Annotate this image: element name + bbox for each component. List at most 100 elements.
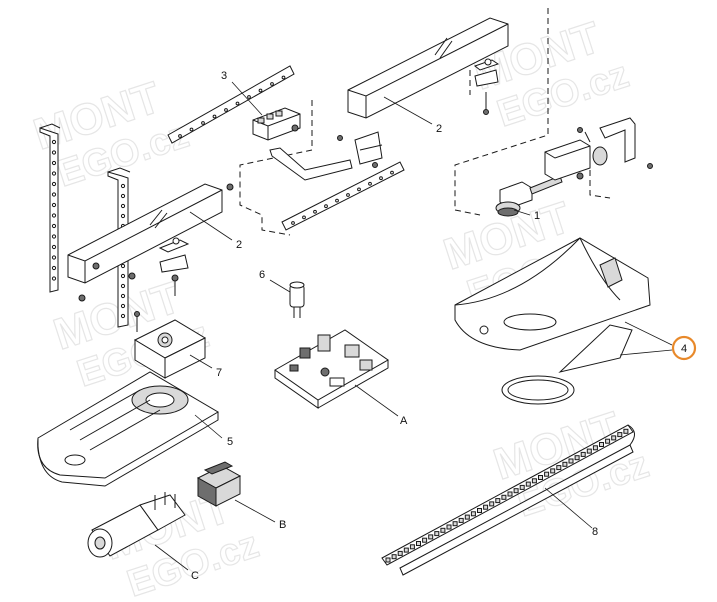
chain-link [574, 455, 580, 461]
hole-mark [51, 150, 57, 155]
chain-link [550, 468, 556, 474]
hole-mark [201, 121, 205, 125]
pulley-bracket [544, 117, 653, 181]
motor-housing-part-7 [133, 311, 207, 379]
hole-mark [120, 313, 126, 319]
callout-label: 7 [216, 367, 222, 379]
chain-link [592, 445, 598, 451]
hole-mark [247, 95, 251, 99]
rail-bracket-top [473, 58, 500, 115]
callout-label: 8 [592, 526, 598, 538]
hole-mark [120, 293, 126, 299]
highlight-circle [671, 335, 697, 361]
callout-label: 6 [259, 269, 265, 281]
callout-label: 1 [534, 210, 540, 222]
callout-label: 3 [221, 70, 227, 82]
hanger-bracket-left [39, 123, 61, 293]
hole-mark [51, 139, 57, 145]
hole-mark [51, 234, 57, 239]
trolley-part-3 [252, 107, 353, 181]
chain-link [501, 494, 507, 500]
chain-link [586, 448, 592, 454]
hole-mark [51, 192, 57, 197]
hole-mark [189, 127, 194, 132]
chain-link [599, 442, 604, 447]
hole-mark [120, 193, 126, 199]
chain-link [556, 465, 562, 471]
hole-mark [346, 193, 350, 197]
hole-mark [51, 171, 57, 176]
hole-mark [120, 283, 126, 289]
chain-link [483, 504, 489, 510]
hole-mark [324, 204, 328, 209]
chain-link [544, 471, 550, 477]
hole-mark [51, 276, 57, 281]
chain-link [489, 501, 495, 507]
chain-link [422, 537, 428, 543]
hole-mark [51, 255, 57, 260]
rail-left [67, 183, 223, 284]
hole-mark [224, 108, 228, 112]
callout-label: 5 [227, 436, 233, 448]
hole-mark [120, 203, 126, 209]
motor-part-C [87, 492, 186, 558]
hole-mark [258, 88, 263, 93]
bracket-mid [337, 131, 383, 168]
callout-label: 4 [681, 343, 687, 355]
callout-label: B [279, 519, 286, 531]
hole-mark [51, 223, 57, 229]
chain-link [416, 541, 421, 546]
hole-mark [390, 170, 394, 175]
chain-link [568, 458, 574, 464]
control-board-part-A [274, 329, 389, 409]
hole-mark [51, 181, 57, 187]
chain-link [434, 531, 440, 537]
lens-part-4 [501, 324, 633, 405]
chain-link [580, 451, 586, 457]
callout-label: A [400, 415, 408, 427]
chain-link [403, 547, 409, 553]
chain-link [452, 521, 458, 527]
chain-link [458, 517, 464, 523]
chain-link [525, 481, 531, 487]
hole-mark [313, 209, 317, 214]
strap-middle [281, 161, 405, 231]
assembly-dashed-lines [239, 8, 611, 236]
chain-link [562, 461, 568, 467]
rail-top [347, 17, 509, 119]
hole-mark [291, 221, 295, 225]
hole-mark [51, 265, 57, 271]
callout-label: C [191, 570, 199, 582]
chain-link [440, 527, 446, 533]
chain-link [409, 544, 415, 550]
capacitor-part-6 [289, 281, 305, 318]
cover-part-4 [454, 237, 651, 351]
hole-mark [335, 198, 339, 203]
chain-link [397, 550, 403, 556]
leader-lines [154, 81, 673, 571]
chain-link [464, 514, 470, 520]
chain-link [611, 435, 617, 441]
chain-link [507, 491, 513, 497]
sprocket-part-1 [495, 175, 563, 217]
chain-link [385, 557, 391, 563]
hole-mark [120, 273, 126, 279]
base-plate-part-5 [37, 371, 219, 487]
callout-label: 2 [436, 123, 442, 135]
hole-mark [379, 176, 383, 181]
hole-mark [120, 213, 126, 219]
hole-mark [368, 181, 372, 186]
chain-link [495, 498, 501, 504]
strap-top-left [167, 65, 295, 144]
rail-bracket-left [158, 237, 190, 273]
hole-mark [51, 213, 57, 218]
hole-mark [51, 244, 57, 250]
callout-label: 2 [236, 239, 242, 251]
chain-link [519, 484, 525, 490]
transformer-part-B [196, 461, 242, 507]
hole-mark [212, 114, 217, 119]
callout-labels: 2 2 3 1 4 5 6 7 8 A B C [191, 70, 687, 582]
chain-link [531, 478, 537, 484]
